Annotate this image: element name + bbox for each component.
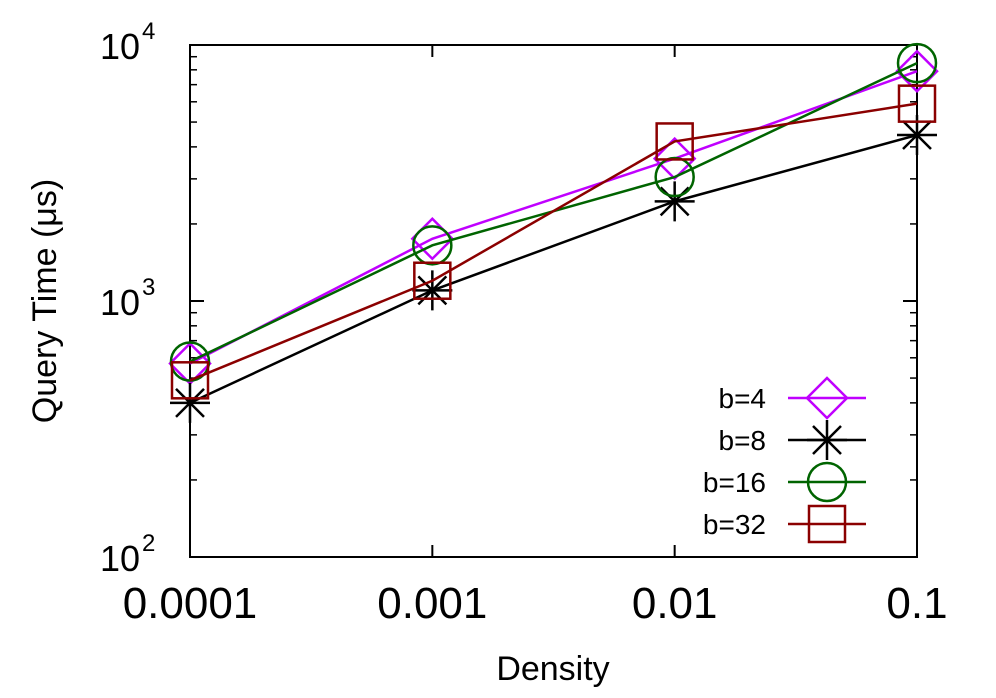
data-point-diamond	[652, 136, 697, 181]
legend-label: b=8	[719, 425, 767, 456]
y-tick-label: 10	[100, 26, 140, 67]
series-b=32	[170, 84, 937, 400]
legend-label: b=16	[703, 467, 766, 498]
x-tick-label: 0.01	[632, 579, 718, 628]
series-b=8	[170, 115, 937, 423]
y-tick-label: 10	[100, 282, 140, 323]
data-point-circle	[654, 156, 695, 198]
legend-entry: b=8	[719, 420, 866, 460]
data-point-square	[413, 261, 452, 300]
x-tick-label: 0.0001	[123, 579, 258, 628]
legend: b=4 b=8 b=16 b=32	[703, 376, 866, 544]
x-tick-label: 0.1	[886, 579, 947, 628]
data-point-diamond	[895, 49, 939, 93]
series-line	[189, 70, 918, 365]
series-line	[189, 133, 918, 405]
y-tick-label-exponent: 3	[142, 274, 155, 301]
data-point-square	[897, 84, 937, 123]
data-point-asterisk	[897, 115, 937, 156]
legend-label: b=32	[703, 509, 766, 540]
legend-entry: b=4	[719, 376, 866, 420]
data-point-circle	[896, 42, 938, 84]
data-point-asterisk	[654, 181, 695, 222]
x-tick-labels: 0.0001 0.001 0.01 0.1	[123, 579, 948, 628]
y-tick-label-exponent: 2	[142, 530, 155, 557]
y-tick-label-exponent: 4	[142, 18, 155, 45]
x-axis-title: Density	[496, 650, 609, 688]
series-line	[189, 102, 918, 382]
series-layer	[168, 42, 939, 423]
data-point-circle	[412, 225, 453, 266]
data-point-asterisk	[412, 270, 453, 311]
x-tick-label: 0.001	[377, 579, 487, 628]
y-axis-title: Query Time (μs)	[26, 179, 64, 423]
legend-label: b=4	[719, 383, 767, 414]
y-tick-label: 10	[100, 538, 140, 579]
data-point-square	[807, 504, 847, 544]
legend-entry: b=16	[703, 461, 866, 503]
legend-entry: b=32	[703, 504, 866, 544]
data-point-circle	[806, 461, 848, 503]
data-point-diamond	[805, 376, 849, 420]
data-point-asterisk	[170, 382, 210, 423]
data-point-asterisk	[807, 420, 847, 460]
data-point-square	[170, 361, 210, 400]
data-point-square	[655, 122, 694, 161]
series-b=4	[168, 49, 939, 386]
